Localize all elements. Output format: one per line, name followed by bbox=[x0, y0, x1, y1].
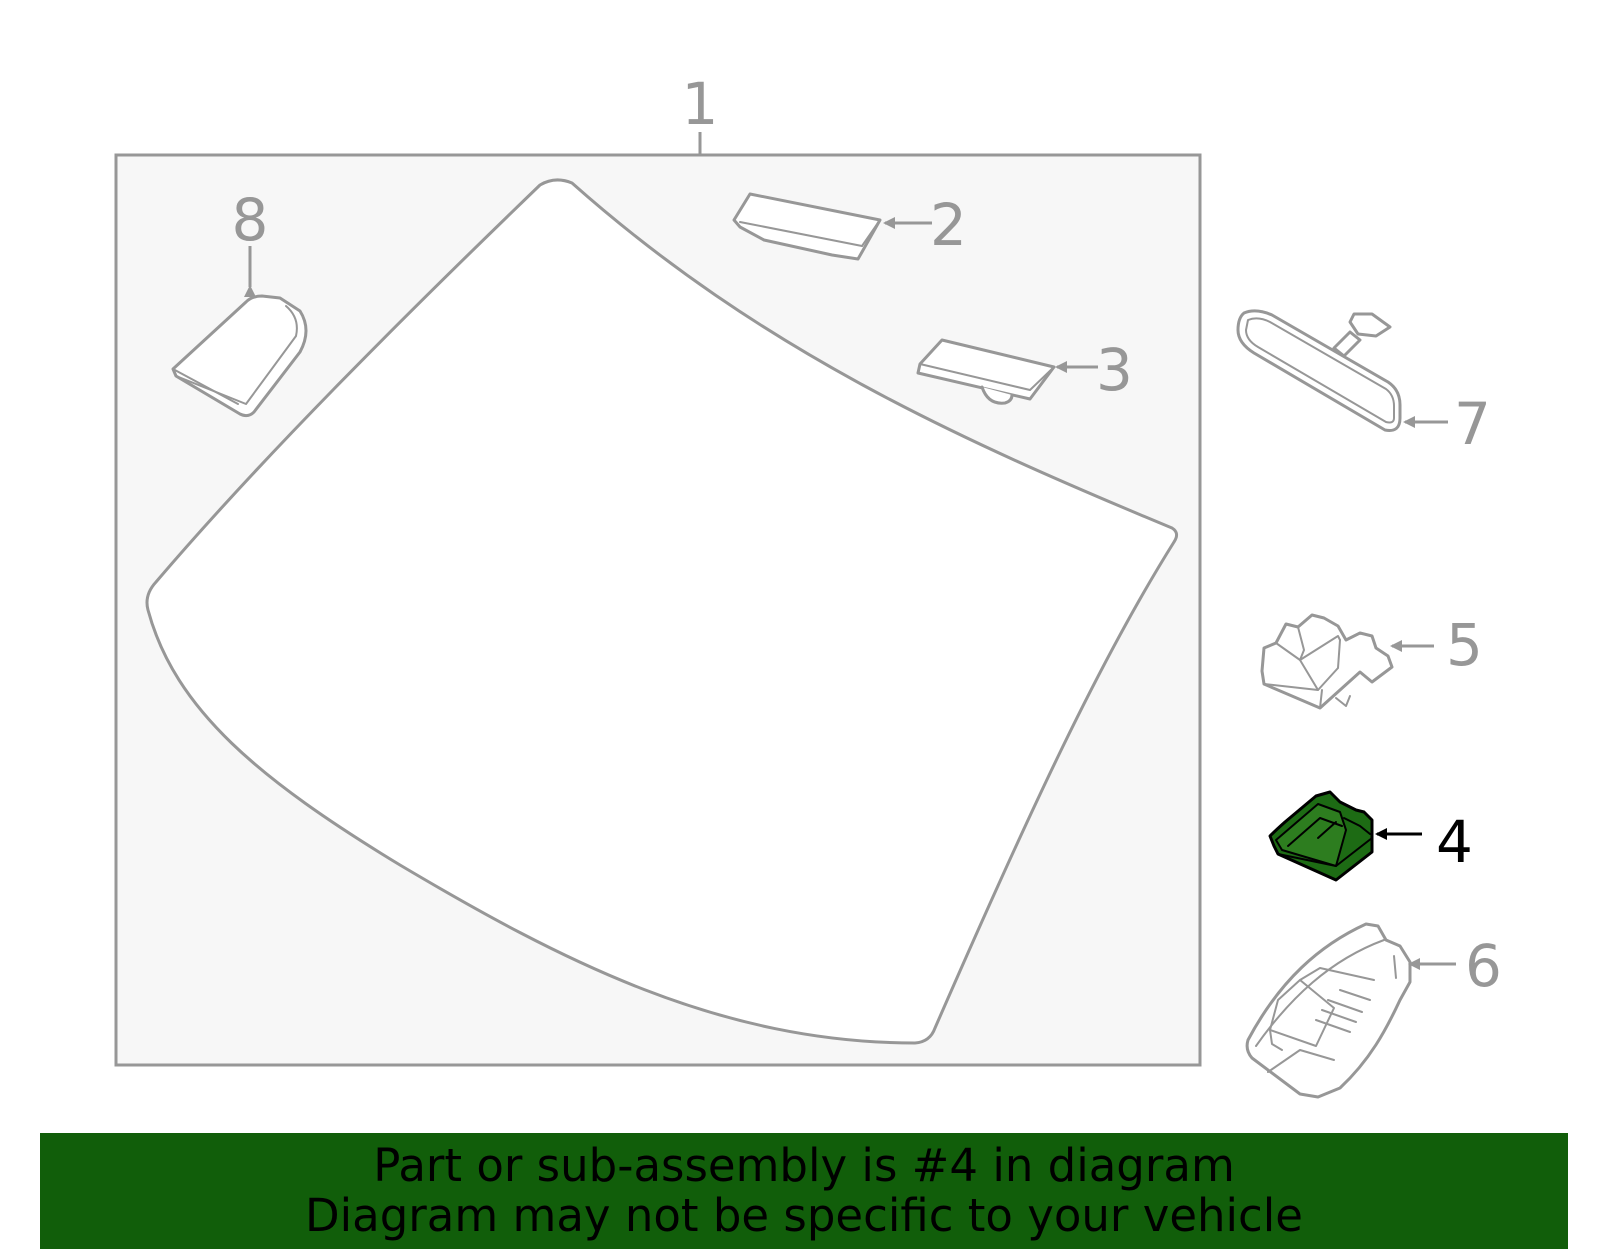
part-3-bracket bbox=[916, 338, 1098, 405]
callout-1: 1 bbox=[682, 70, 719, 138]
info-banner: Part or sub-assembly is #4 in diagram Di… bbox=[40, 1133, 1568, 1249]
part-7-rear-view-mirror bbox=[1236, 309, 1448, 432]
part-6-camera-cover bbox=[1245, 922, 1456, 1099]
callout-5: 5 bbox=[1446, 611, 1483, 679]
callout-2: 2 bbox=[930, 191, 967, 259]
callout-3: 3 bbox=[1096, 336, 1133, 404]
part-8-sensor-cover bbox=[171, 246, 308, 418]
part-1-windshield-assembly bbox=[114, 132, 1202, 1067]
callout-7: 7 bbox=[1454, 390, 1491, 458]
callout-8: 8 bbox=[232, 186, 269, 254]
part-5-bracket bbox=[1260, 613, 1434, 710]
callout-4: 4 bbox=[1436, 808, 1473, 876]
windshield-glass bbox=[145, 178, 1179, 1045]
part-2-moulding bbox=[732, 192, 932, 261]
banner-line-disclaimer: Diagram may not be specific to your vehi… bbox=[305, 1189, 1303, 1242]
part-4-highlighted bbox=[1268, 790, 1422, 882]
banner-line-part-number: Part or sub-assembly is #4 in diagram bbox=[373, 1139, 1235, 1192]
callout-6: 6 bbox=[1465, 932, 1502, 1000]
